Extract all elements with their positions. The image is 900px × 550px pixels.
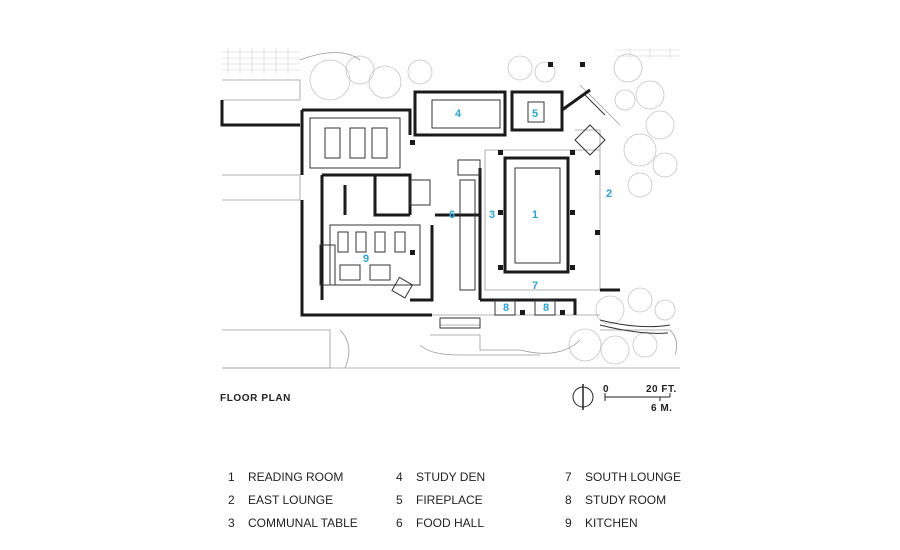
scale-meters: 6 M. xyxy=(651,403,672,414)
room-labels: 4 5 2 6 3 1 9 7 8 8 xyxy=(363,108,612,314)
room-label: 5 xyxy=(532,108,538,120)
room-label: 1 xyxy=(532,209,538,221)
scale-zero: 0 xyxy=(603,384,609,395)
room-label: 9 xyxy=(363,253,369,265)
room-label: 2 xyxy=(606,188,612,200)
room-label: 3 xyxy=(489,209,495,221)
landscape-trees xyxy=(309,53,678,365)
scale-bar: 0 20 FT. 6 M. xyxy=(603,384,677,414)
plan-title: FLOOR PLAN xyxy=(220,393,291,404)
paving-grid xyxy=(222,48,680,74)
room-label: 7 xyxy=(532,280,538,292)
room-label: 6 xyxy=(449,209,455,221)
room-label: 8 xyxy=(503,302,509,314)
room-label: 4 xyxy=(455,108,462,120)
north-arrow xyxy=(572,384,594,410)
room-label: 8 xyxy=(543,302,549,314)
context-lines xyxy=(222,52,680,369)
columns xyxy=(410,62,600,315)
scale-feet: 20 FT. xyxy=(646,384,677,395)
interior-furniture xyxy=(309,94,671,334)
